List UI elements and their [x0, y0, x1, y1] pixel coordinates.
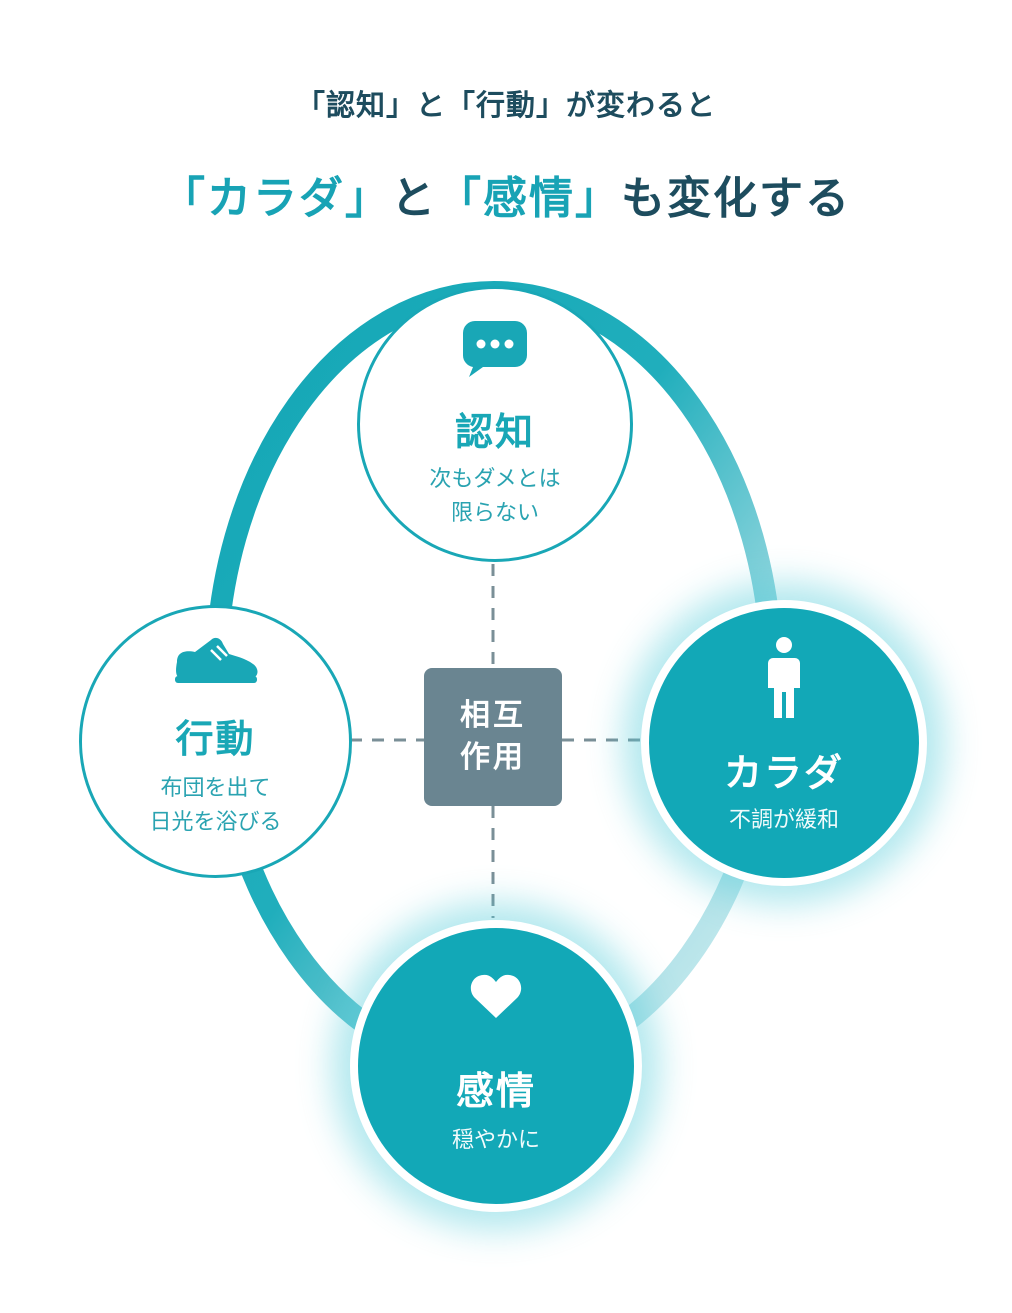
- interaction-line1: 相互: [460, 698, 526, 733]
- node-cognition: 認知 次もダメとは 限らない: [357, 286, 633, 562]
- action-desc-line1: 布団を出て: [160, 776, 271, 801]
- emotion-desc: 穏やかに: [451, 1128, 540, 1153]
- headline-body-label: 「カラダ」: [161, 173, 391, 224]
- headline-tail: も変化する: [621, 173, 851, 224]
- headline-connector: と: [391, 173, 437, 224]
- body-title: カラダ: [723, 751, 844, 795]
- node-action: 行動 布団を出て 日光を浴びる: [79, 605, 352, 878]
- node-body: カラダ 不調が緩和: [641, 600, 927, 886]
- sneaker-icon: [171, 632, 261, 690]
- connector-dashes: [350, 564, 648, 918]
- cognition-desc-line2: 限らない: [450, 501, 539, 526]
- speech-bubble-icon: [461, 319, 529, 383]
- action-desc-line2: 日光を浴びる: [149, 810, 282, 835]
- emotion-title: 感情: [455, 1069, 536, 1113]
- headline-line1: 「認知」と「行動」が変わると: [295, 88, 716, 122]
- interaction-box: 相互 作用: [424, 668, 562, 806]
- action-title: 行動: [175, 717, 256, 761]
- headline-emotion-label: 「感情」: [437, 173, 621, 224]
- headline-line2: 「カラダ」と「感情」も変化する: [0, 162, 1012, 226]
- heart-icon: [469, 972, 523, 1024]
- cognition-desc-line1: 次もダメとは: [429, 467, 561, 492]
- person-icon: [767, 636, 801, 724]
- body-desc: 不調が緩和: [728, 808, 839, 833]
- cognition-title: 認知: [454, 410, 535, 454]
- node-emotion: 感情 穏やかに: [350, 920, 642, 1212]
- interaction-line2: 作用: [460, 740, 526, 775]
